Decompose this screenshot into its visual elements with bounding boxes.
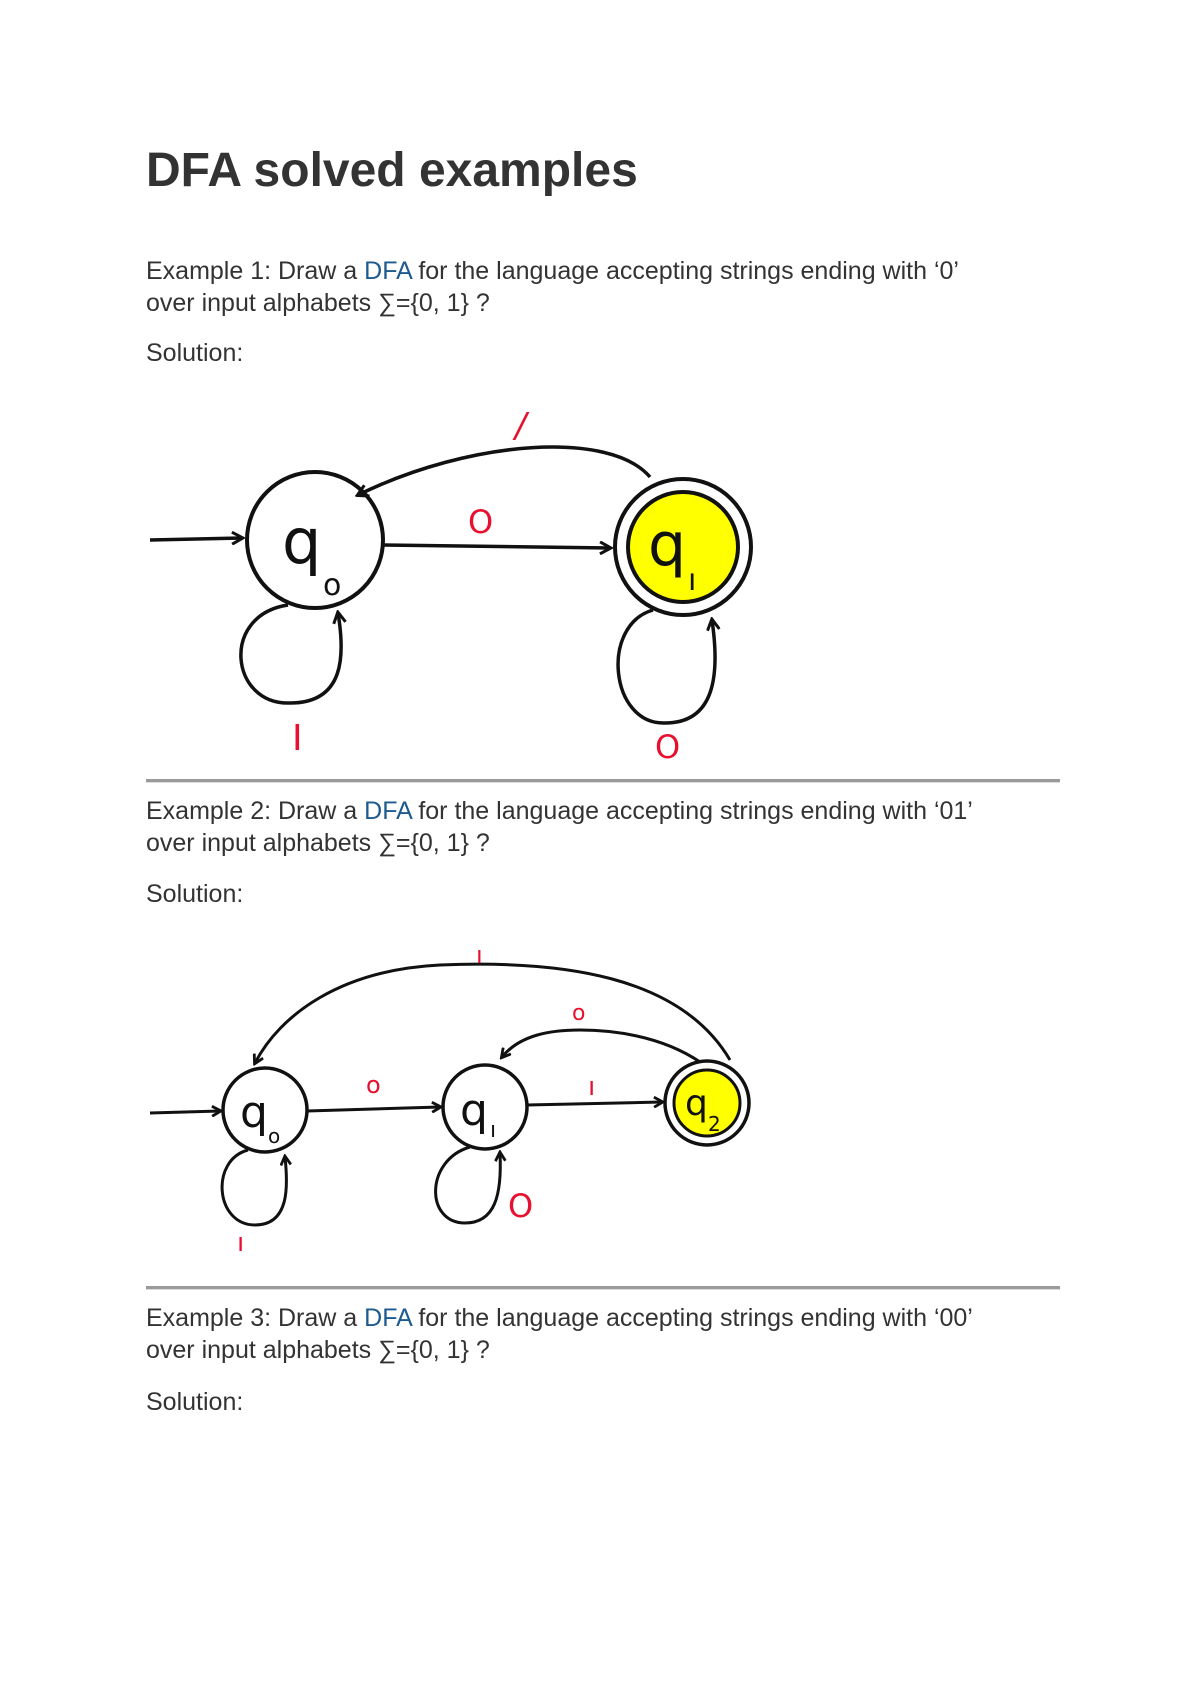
example-3-question: Example 3: Draw a DFA for the language a… bbox=[146, 1302, 1066, 1366]
example-2-question: Example 2: Draw a DFA for the language a… bbox=[146, 795, 1066, 859]
example-2-alphabet: over input alphabets ∑={0, 1} ? bbox=[146, 829, 490, 857]
svg-text:o: o bbox=[323, 568, 341, 603]
svg-text:o: o bbox=[268, 1124, 280, 1148]
transition-label: ı bbox=[588, 1072, 595, 1102]
state-q1: q ı bbox=[441, 1063, 529, 1151]
self-loop-q0 bbox=[220, 1148, 286, 1227]
svg-text:ı: ı bbox=[688, 563, 696, 598]
dfa-link[interactable]: DFA bbox=[364, 797, 412, 825]
example-1-text: Example 1: Draw a bbox=[146, 257, 365, 285]
example-3-solution-label: Solution: bbox=[146, 1388, 244, 1416]
transition-label: / bbox=[512, 406, 530, 446]
self-loop-q1 bbox=[434, 1145, 501, 1225]
transition-label: I bbox=[292, 718, 303, 759]
divider bbox=[146, 779, 1060, 783]
state-q0: q o bbox=[245, 470, 385, 610]
state-q1-accepting: q ı bbox=[613, 477, 753, 617]
transition-q2-q1 bbox=[502, 1028, 701, 1064]
transition-label: O bbox=[468, 503, 493, 541]
state-q0: q o bbox=[221, 1066, 309, 1154]
example-3-text: Example 3: Draw a bbox=[146, 1304, 365, 1332]
example-2-text-suffix: for the language accepting strings endin… bbox=[411, 797, 973, 825]
divider bbox=[146, 1286, 1060, 1290]
example-1-alphabet: over input alphabets ∑={0, 1} ? bbox=[146, 289, 490, 317]
transition-label: O bbox=[508, 1187, 533, 1225]
transition-label: O bbox=[655, 728, 680, 765]
svg-text:q: q bbox=[685, 1083, 708, 1124]
example-2-text: Example 2: Draw a bbox=[146, 797, 365, 825]
transition-label: o bbox=[366, 1071, 381, 1099]
svg-text:q: q bbox=[460, 1085, 488, 1136]
dfa-link[interactable]: DFA bbox=[364, 1304, 412, 1332]
svg-text:q: q bbox=[240, 1087, 268, 1138]
self-loop-q0 bbox=[239, 603, 341, 705]
transition-label: o bbox=[572, 1001, 585, 1026]
self-loop-q1 bbox=[616, 608, 715, 725]
page-title: DFA solved examples bbox=[146, 144, 638, 197]
example-1-text-suffix: for the language accepting strings endin… bbox=[411, 257, 959, 285]
svg-text:q: q bbox=[648, 510, 686, 580]
start-arrow bbox=[149, 538, 242, 540]
transition-q0-q1 bbox=[306, 1107, 440, 1111]
transition-q1-q2 bbox=[526, 1102, 662, 1105]
transition-q1-q0 bbox=[358, 445, 652, 495]
example-3-alphabet: over input alphabets ∑={0, 1} ? bbox=[146, 1336, 490, 1364]
transition-q2-q0 bbox=[255, 962, 732, 1063]
example-1-question: Example 1: Draw a DFA for the language a… bbox=[146, 255, 1066, 319]
example-1-solution-label: Solution: bbox=[146, 339, 244, 367]
svg-text:q: q bbox=[282, 505, 321, 578]
svg-text:ı: ı bbox=[490, 1118, 496, 1143]
transition-label: ı bbox=[237, 1228, 244, 1255]
transition-label: ı bbox=[476, 941, 483, 969]
svg-text:2: 2 bbox=[708, 1112, 721, 1136]
start-arrow bbox=[149, 1111, 220, 1113]
example-1-dfa-diagram: q o q ı O / I O bbox=[149, 406, 753, 765]
example-2-solution-label: Solution: bbox=[146, 880, 244, 908]
transition-q0-q1 bbox=[382, 545, 610, 548]
example-3-text-suffix: for the language accepting strings endin… bbox=[411, 1304, 973, 1332]
example-2-dfa-diagram: q o q ı q 2 o ı o ı ı O bbox=[149, 941, 751, 1255]
dfa-link[interactable]: DFA bbox=[364, 257, 412, 285]
state-q2-accepting: q 2 bbox=[663, 1059, 751, 1147]
